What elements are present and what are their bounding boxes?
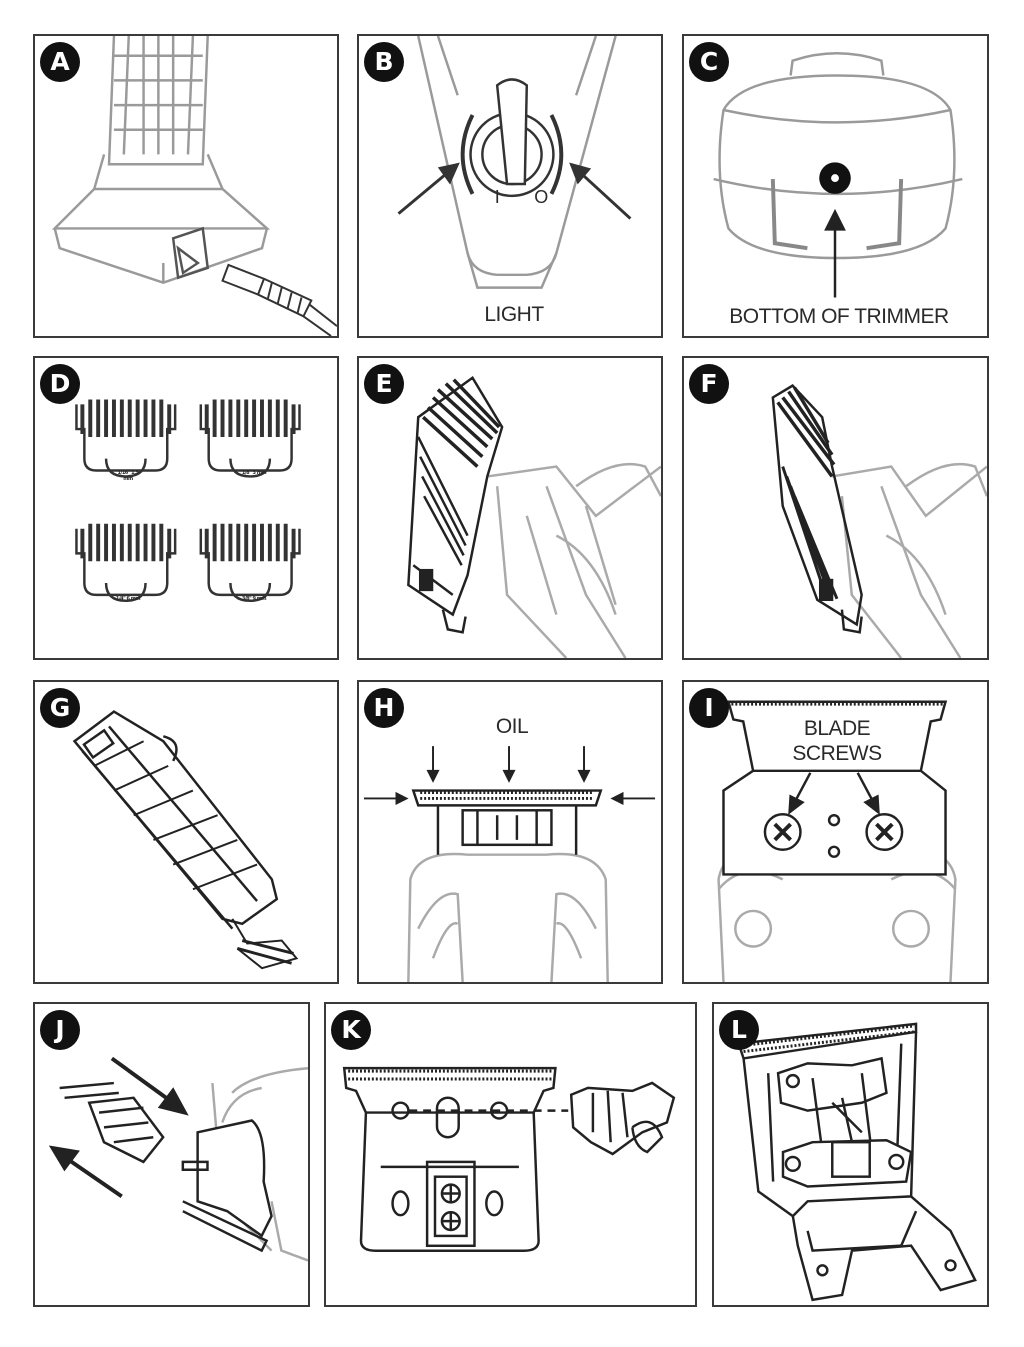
switch-i-label: I bbox=[494, 187, 500, 207]
blade-screws-illustration bbox=[717, 700, 957, 982]
step-badge-h: H bbox=[364, 688, 404, 728]
step-badge-j: J bbox=[40, 1010, 80, 1050]
panel-k: K bbox=[324, 1002, 697, 1307]
panel-l: L bbox=[712, 1002, 989, 1307]
charging-base-illustration bbox=[51, 36, 337, 336]
oil-blade-illustration bbox=[363, 746, 656, 982]
trimmer-bottom-illustration bbox=[713, 52, 963, 298]
guard-attached-illustration bbox=[771, 384, 987, 658]
step-badge-b: B bbox=[364, 42, 404, 82]
bottom-of-trimmer-label: BOTTOM OF TRIMMER bbox=[729, 305, 949, 328]
step-badge-k: K bbox=[331, 1010, 371, 1050]
guard-size-1: 1/16" 1.5 mm bbox=[117, 470, 139, 482]
attach-guard-illustration bbox=[407, 375, 661, 658]
switch-o-label: O bbox=[534, 187, 548, 207]
panel-h: H OIL bbox=[357, 680, 663, 984]
panel-d: D 1/16" 1.5 mm 1/8" 3 mm 1/4" 6 mm 3/8" … bbox=[33, 356, 339, 660]
step-badge-a: A bbox=[40, 42, 80, 82]
guard-size-2: 1/8" 3 mm bbox=[241, 470, 267, 476]
step-badge-c: C bbox=[689, 42, 729, 82]
guard-size-4: 3/8" 9 mm bbox=[241, 596, 267, 602]
light-switch-illustration bbox=[397, 36, 632, 289]
panel-f: F bbox=[682, 356, 989, 660]
blade-assembled-illustration bbox=[736, 1022, 977, 1302]
blade-alignment-illustration bbox=[342, 1066, 676, 1252]
panel-c: C BOTTOM OF TRIMMER bbox=[682, 34, 989, 338]
step-badge-e: E bbox=[364, 364, 404, 404]
step-badge-l: L bbox=[719, 1010, 759, 1050]
panel-j: J bbox=[33, 1002, 310, 1307]
panel-g: G bbox=[33, 680, 339, 984]
guard-size-3: 1/4" 6 mm bbox=[115, 596, 141, 602]
panel-a: A bbox=[33, 34, 339, 338]
step-badge-i: I bbox=[689, 688, 729, 728]
trimmer-angled-illustration bbox=[72, 710, 299, 970]
light-label: LIGHT bbox=[484, 303, 544, 326]
blade-label: BLADE bbox=[803, 717, 871, 740]
guard-combs-illustration bbox=[74, 397, 302, 603]
panel-e: E bbox=[357, 356, 663, 660]
panel-b: B I O LIGHT bbox=[357, 34, 663, 338]
remove-blade-illustration bbox=[48, 1056, 308, 1262]
oil-label: OIL bbox=[495, 715, 529, 738]
step-badge-g: G bbox=[40, 688, 80, 728]
step-badge-f: F bbox=[689, 364, 729, 404]
screws-label: SCREWS bbox=[792, 742, 882, 765]
step-badge-d: D bbox=[40, 364, 80, 404]
panel-i: I BLADE SCREWS bbox=[682, 680, 989, 984]
